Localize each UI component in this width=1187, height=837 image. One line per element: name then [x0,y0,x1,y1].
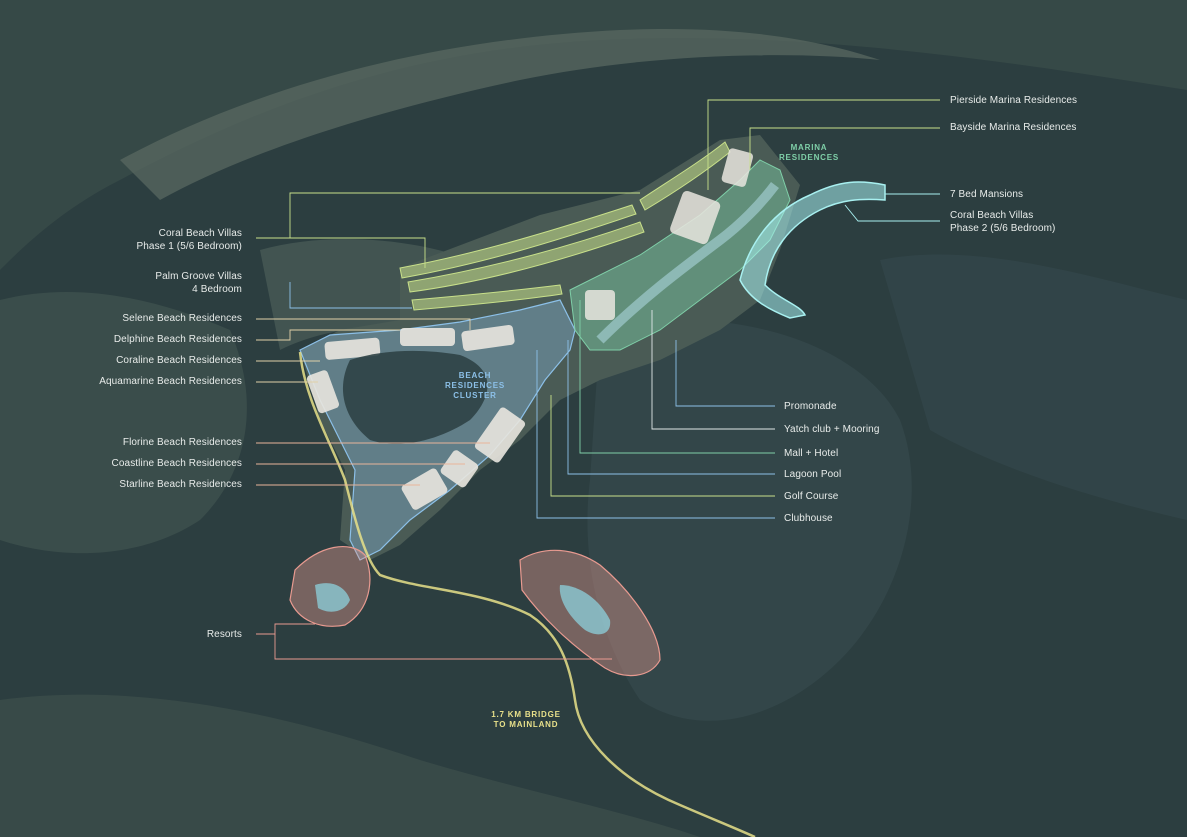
leader-coral-phase1 [256,237,426,268]
leader-lagoon [567,340,775,475]
beach-buildings [306,324,526,510]
left-shoal [0,291,247,554]
label-pierside-marina: Pierside Marina Residences [950,95,1078,106]
leader-yacht [651,310,775,430]
mansions-hook [739,181,886,319]
villa-rows [399,141,731,311]
label-aquamarine-beach: Aquamarine Beach Residences [99,376,242,387]
marina-channel [596,181,779,344]
marina-buildings [585,148,754,320]
leader-promenade [675,340,775,407]
leader-bayside [749,127,940,170]
southeast-islands [587,320,912,721]
leader-delphine [256,329,400,341]
label-florine-beach: Florine Beach Residences [122,437,242,448]
leader-golf [550,395,775,497]
label-mall-hotel: Mall + Hotel [784,448,839,459]
north-sandbar [120,29,880,200]
east-shoal [880,254,1187,521]
leader-mall [579,300,775,454]
bridge-road [298,351,756,837]
leader-resorts-a [256,623,315,635]
mainland-shore [0,0,1187,270]
leader-lines [256,99,940,660]
label-bayside-marina: Bayside Marina Residences [950,122,1077,133]
label-resorts: Resorts [206,629,242,640]
leader-palm-groove [289,282,412,309]
label-golf-course: Golf Course [784,491,839,502]
label-coraline-beach: Coraline Beach Residences [116,355,242,366]
leader-selene [256,318,471,330]
main-island-land [300,135,800,560]
label-selene-beach: Selene Beach Residences [122,313,242,324]
leader-coral-phase2 [844,204,940,222]
label-coastline-beach: Coastline Beach Residences [111,458,242,469]
label-clubhouse: Clubhouse [784,513,833,524]
resort-east-pool [559,585,611,635]
leader-resorts-b [274,634,612,660]
leader-pierside [707,99,940,190]
label-7-bed-mansions: 7 Bed Mansions [950,189,1024,200]
beach-inner-lagoon [342,350,488,444]
label-delphine-beach: Delphine Beach Residences [113,334,242,345]
south-shore [0,694,700,837]
label-promenade: Promonade [784,401,837,412]
leader-coral-phase1-b [289,192,640,238]
label-lagoon-pool: Lagoon Pool [784,469,842,480]
leader-clubhouse [536,350,775,519]
resort-west-pool [315,583,350,612]
label-starline-beach: Starline Beach Residences [119,479,242,490]
label-yacht-club: Yatch club + Mooring [784,424,880,435]
